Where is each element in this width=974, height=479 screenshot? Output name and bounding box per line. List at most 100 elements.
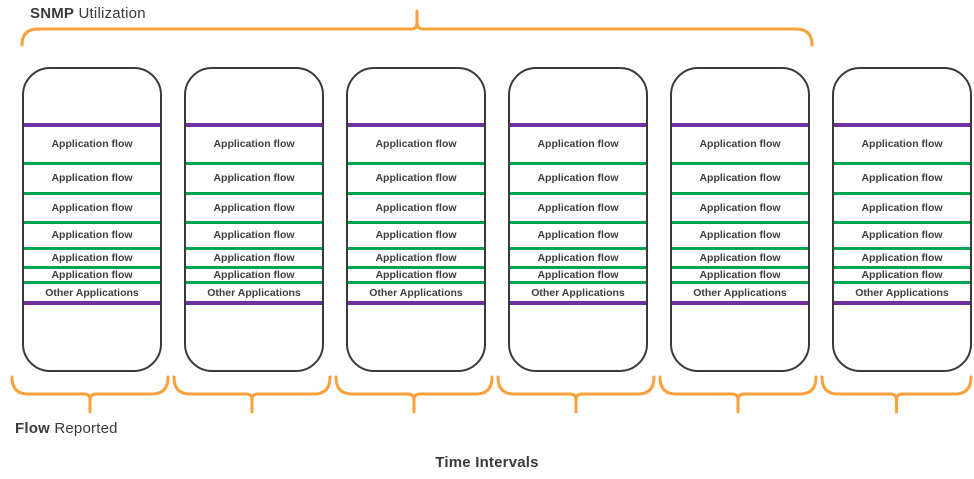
application-flow-row: Application flow [24,267,160,282]
application-flow-row: Application flow [348,193,484,222]
row-label: Application flow [699,172,781,184]
application-flow-row: Application flow [834,248,970,267]
row-label: Application flow [861,201,943,214]
row-label: Other Applications [369,286,463,299]
bottom-purple-divider [186,301,322,305]
green-divider [672,246,808,250]
application-flow-row: Application flow [510,267,646,282]
green-divider [834,280,970,284]
application-flow-row: Application flow [24,125,160,163]
green-divider [510,280,646,284]
row-label: Application flow [699,201,781,214]
row-label: Application flow [213,251,295,264]
green-divider [186,191,322,195]
application-flow-row: Application flow [510,193,646,222]
green-divider [510,191,646,195]
row-label: Application flow [699,268,781,281]
row-label: Application flow [51,138,133,150]
green-divider [834,191,970,195]
snmp-utilization-label-rest: Utilization [78,5,146,22]
green-divider [24,280,160,284]
row-label: Application flow [51,268,133,281]
application-flow-row: Application flow [834,222,970,248]
application-flow-row: Application flow [672,267,808,282]
row-label: Application flow [51,201,133,214]
row-label: Application flow [861,268,943,281]
application-flow-row: Application flow [186,163,322,193]
row-label: Application flow [51,251,133,264]
row-label: Application flow [861,251,943,264]
green-divider [510,246,646,250]
application-flow-row: Application flow [348,267,484,282]
application-flow-row: Application flow [348,222,484,248]
bottom-purple-divider [510,301,646,305]
row-label: Other Applications [207,286,301,299]
green-divider [348,161,484,165]
row-label: Application flow [699,138,781,150]
green-divider [510,265,646,269]
green-divider [348,246,484,250]
snmp-utilization-label-bold: SNMP [30,5,75,22]
flow-interval-brace-6 [820,375,973,414]
row-label: Application flow [537,172,619,184]
top-purple-divider [186,123,322,127]
green-divider [186,220,322,224]
application-flow-row: Application flow [834,163,970,193]
time-intervals-label: Time Intervals [435,454,539,471]
green-divider [186,280,322,284]
row-label: Other Applications [693,286,787,299]
application-flow-row: Application flow [186,248,322,267]
row-label: Application flow [51,172,133,184]
row-label: Application flow [375,251,457,264]
top-purple-divider [24,123,160,127]
bottom-purple-divider [24,301,160,305]
green-divider [348,191,484,195]
row-label: Application flow [537,201,619,214]
green-divider [24,220,160,224]
row-label: Other Applications [531,286,625,299]
green-divider [24,161,160,165]
row-label: Application flow [213,268,295,281]
application-flow-row: Application flow [672,193,808,222]
flow-interval-brace-5 [658,375,818,414]
other-applications-row: Other Applications [510,282,646,303]
row-label: Application flow [213,201,295,214]
row-label: Application flow [699,229,781,241]
application-flow-row: Application flow [348,125,484,163]
green-divider [834,265,970,269]
row-label: Application flow [537,268,619,281]
green-divider [24,246,160,250]
application-flow-row: Application flow [24,222,160,248]
green-divider [24,265,160,269]
other-applications-row: Other Applications [24,282,160,303]
top-purple-divider [510,123,646,127]
green-divider [186,161,322,165]
row-label: Application flow [375,201,457,214]
top-purple-divider [348,123,484,127]
bottom-purple-divider [348,301,484,305]
other-applications-row: Other Applications [834,282,970,303]
row-label: Application flow [699,251,781,264]
green-divider [186,265,322,269]
row-label: Application flow [213,172,295,184]
row-label: Application flow [861,172,943,184]
application-flow-row: Application flow [186,193,322,222]
row-label: Other Applications [855,286,949,299]
application-flow-row: Application flow [348,163,484,193]
flow-interval-brace-3 [334,375,494,414]
flow-reported-label: Flow Reported [15,420,118,437]
row-label: Application flow [375,138,457,150]
flow-interval-brace-1 [10,375,170,414]
green-divider [24,191,160,195]
application-flow-row: Application flow [510,222,646,248]
top-purple-divider [672,123,808,127]
snmp-utilization-label: SNMP Utilization [30,5,146,22]
application-flow-row: Application flow [672,163,808,193]
bottom-purple-divider [834,301,970,305]
row-label: Application flow [537,229,619,241]
application-flow-row: Application flow [834,193,970,222]
green-divider [672,191,808,195]
